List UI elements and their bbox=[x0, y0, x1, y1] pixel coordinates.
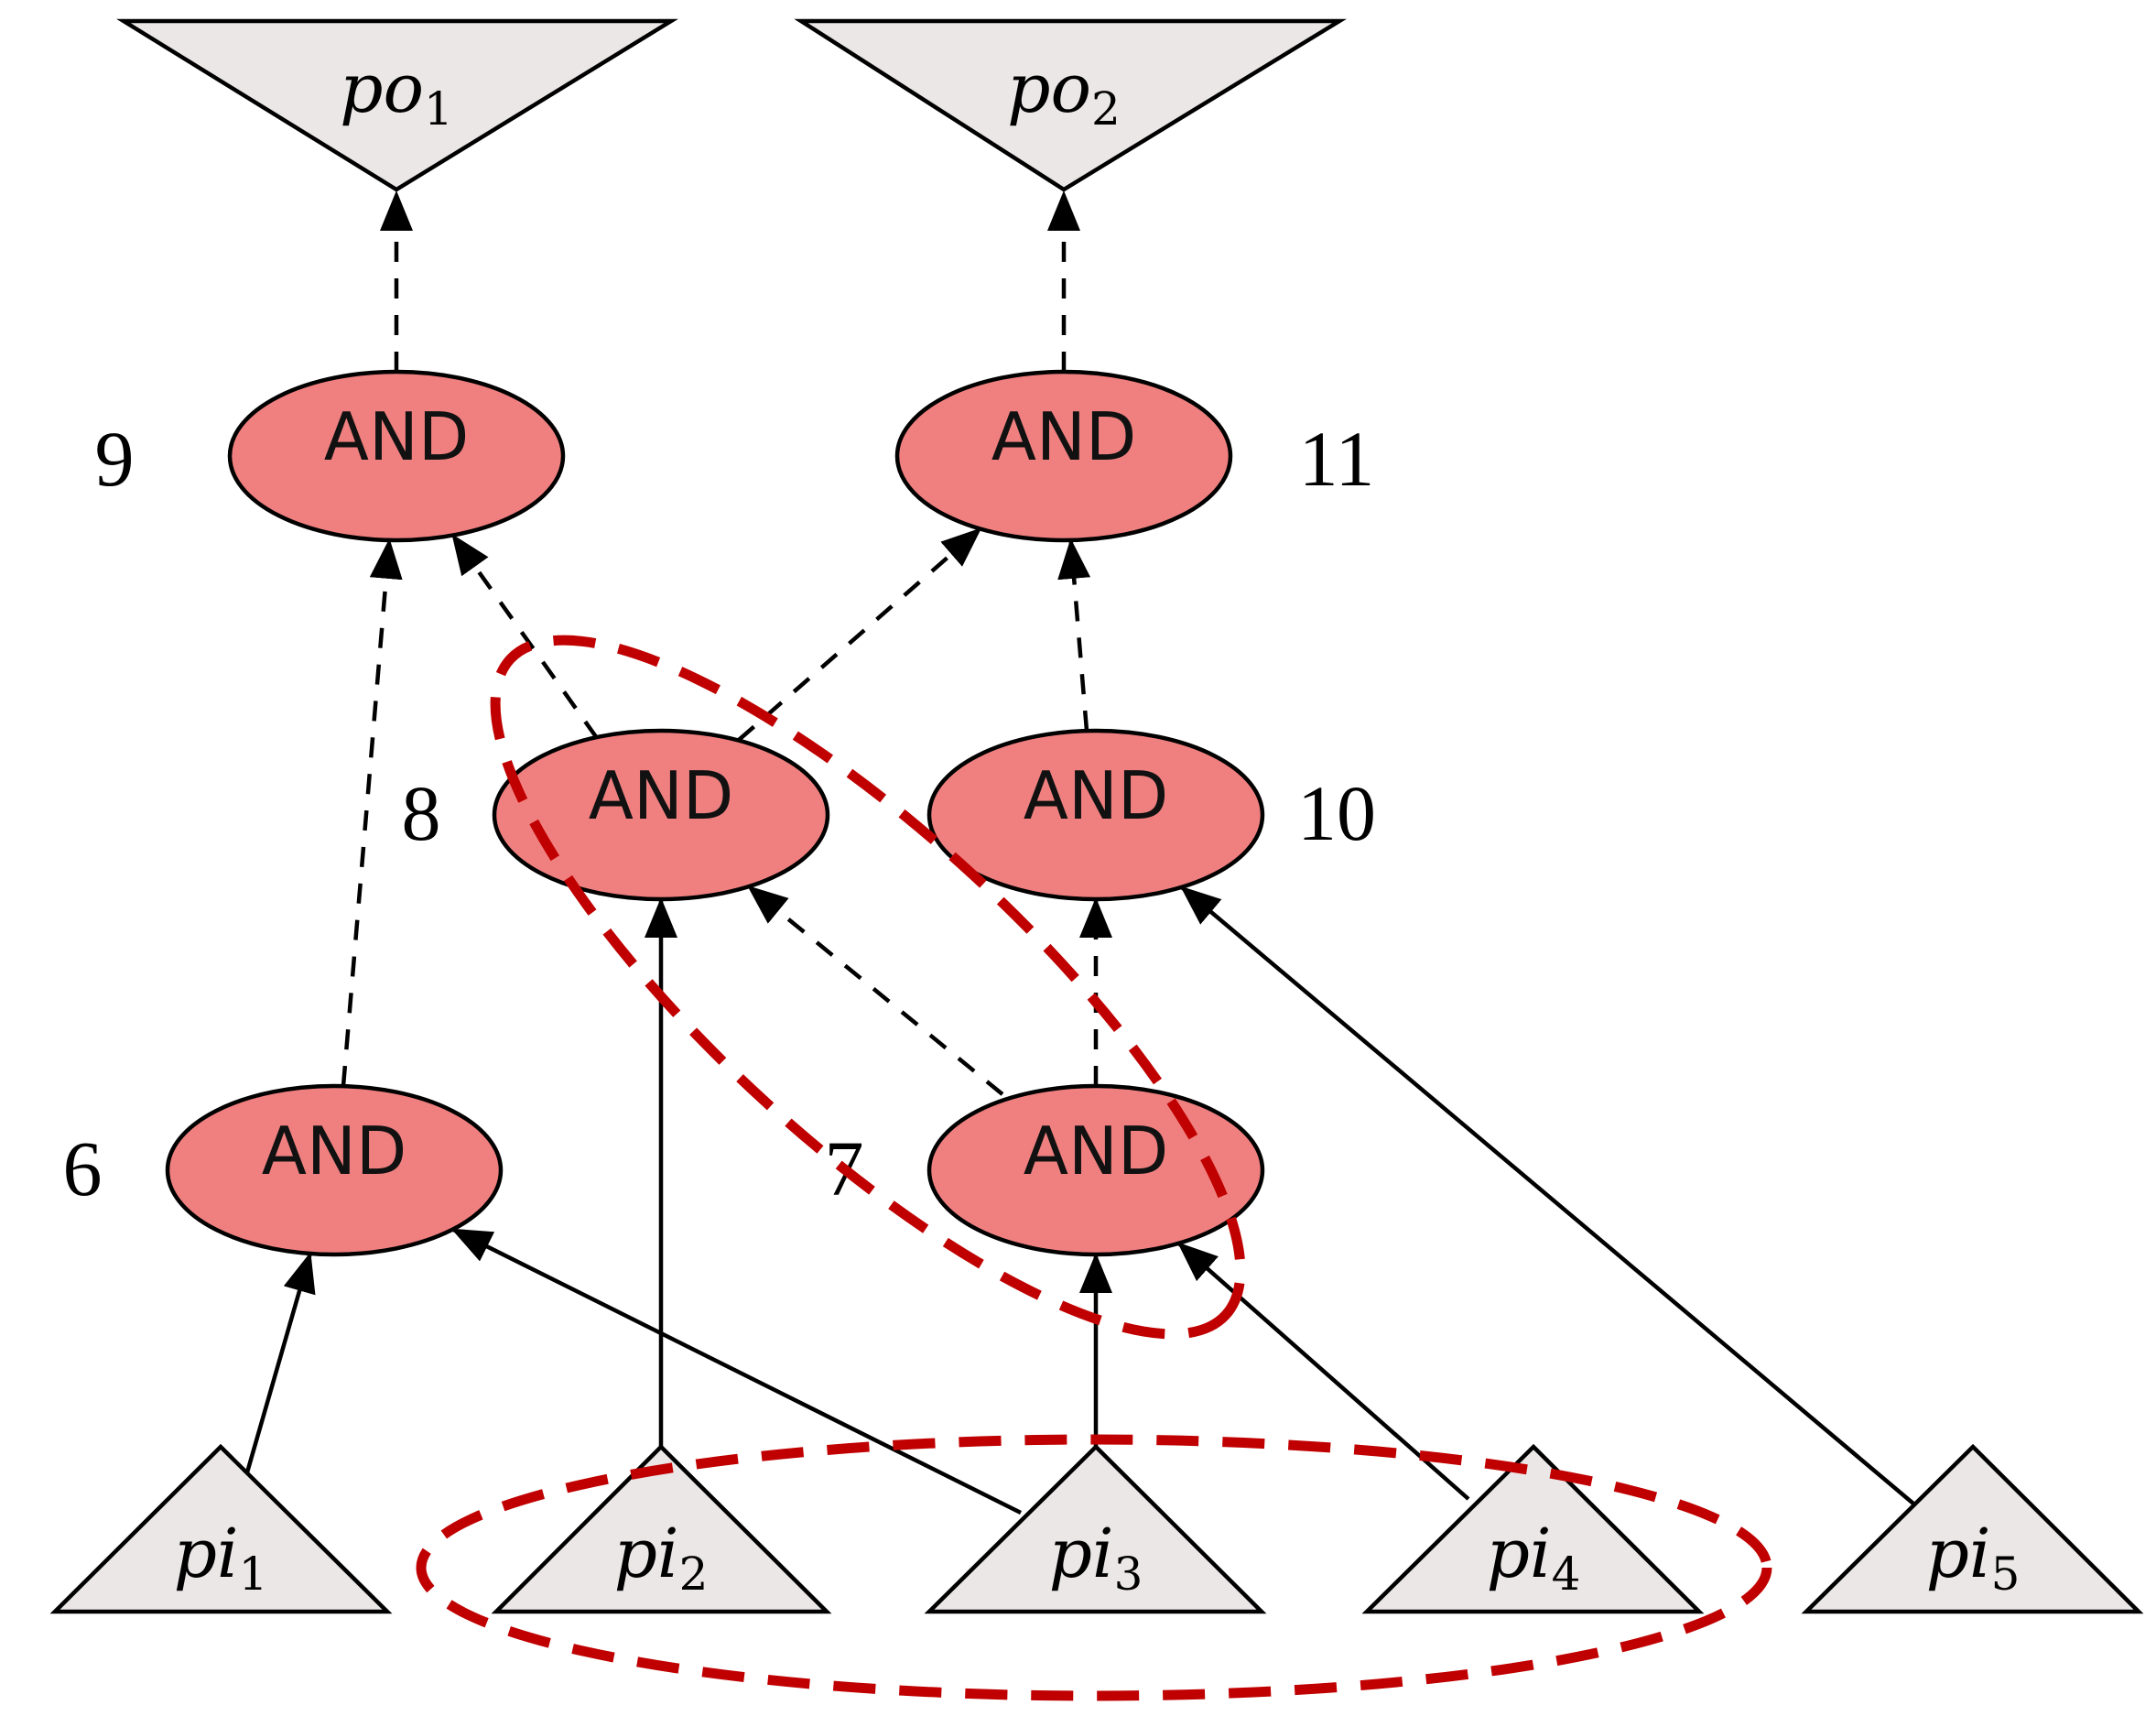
input-triangle bbox=[924, 1443, 1267, 1614]
and-gate-label: AND bbox=[991, 398, 1137, 475]
highlight-gate-group bbox=[490, 635, 1246, 1340]
and-gate-ellipse bbox=[165, 1083, 504, 1257]
output-label: po2 bbox=[1007, 49, 1121, 136]
edges-layer bbox=[244, 190, 1915, 1515]
and-gate-10: AND 10 bbox=[926, 728, 1376, 902]
gate-index-label: 9 bbox=[95, 415, 135, 503]
edge-g8-to-g11 bbox=[737, 527, 982, 742]
highlight-input-group bbox=[416, 1434, 1772, 1701]
and-gate-ellipse bbox=[492, 728, 830, 902]
input-pi4: pi4 bbox=[1361, 1443, 1705, 1614]
and-gate-label: AND bbox=[1024, 1113, 1169, 1189]
and-gate-label: AND bbox=[589, 757, 734, 834]
edge-g6-to-g9 bbox=[341, 538, 403, 1087]
input-label: pi2 bbox=[614, 1515, 709, 1601]
edge-g8-to-g9 bbox=[450, 533, 599, 740]
edge-pi1-to-g6 bbox=[244, 1252, 316, 1473]
output-triangle bbox=[794, 18, 1347, 192]
gate-index-label: 11 bbox=[1299, 415, 1375, 503]
and-gate-ellipse bbox=[894, 369, 1233, 543]
gate-index-label: 10 bbox=[1297, 769, 1376, 857]
and-gate-ellipse bbox=[227, 369, 566, 543]
and-gate-ellipse bbox=[926, 728, 1265, 902]
edge-pi5-to-g10 bbox=[1180, 885, 1915, 1505]
edge-g10-to-g11 bbox=[1057, 538, 1091, 732]
and-gate-label: AND bbox=[262, 1113, 407, 1189]
input-label: pi4 bbox=[1487, 1515, 1581, 1601]
output-po1: po1 bbox=[116, 18, 678, 192]
and-gate-6: AND 6 bbox=[63, 1083, 504, 1257]
highlight-layer bbox=[416, 635, 1772, 1701]
input-triangle bbox=[49, 1443, 393, 1614]
input-label: pi3 bbox=[1049, 1515, 1143, 1601]
edge-pi3-to-g6 bbox=[450, 1227, 1023, 1515]
input-triangle bbox=[1801, 1443, 2144, 1614]
and-gate-ellipse bbox=[926, 1083, 1265, 1257]
output-label: po1 bbox=[340, 49, 453, 136]
input-pi2: pi2 bbox=[491, 1443, 832, 1614]
and-gate-label: AND bbox=[324, 398, 470, 475]
input-pi5: pi5 bbox=[1801, 1443, 2144, 1614]
output-triangle bbox=[116, 18, 678, 192]
and-gate-11: AND 11 bbox=[894, 369, 1375, 543]
input-triangle bbox=[491, 1443, 832, 1614]
gate-index-label: 8 bbox=[402, 769, 441, 857]
edge-g7-to-g8 bbox=[747, 885, 1004, 1096]
and-gate-label: AND bbox=[1024, 757, 1169, 834]
input-label: pi1 bbox=[174, 1515, 268, 1601]
gate-index-label: 6 bbox=[63, 1124, 103, 1212]
and-gate-8: AND 8 bbox=[402, 728, 830, 902]
input-label: pi5 bbox=[1926, 1515, 2021, 1601]
output-po2: po2 bbox=[794, 18, 1347, 192]
input-triangle bbox=[1361, 1443, 1705, 1614]
input-pi1: pi1 bbox=[49, 1443, 393, 1614]
and-gate-9: AND 9 bbox=[95, 369, 566, 543]
input-pi3: pi3 bbox=[924, 1443, 1267, 1614]
